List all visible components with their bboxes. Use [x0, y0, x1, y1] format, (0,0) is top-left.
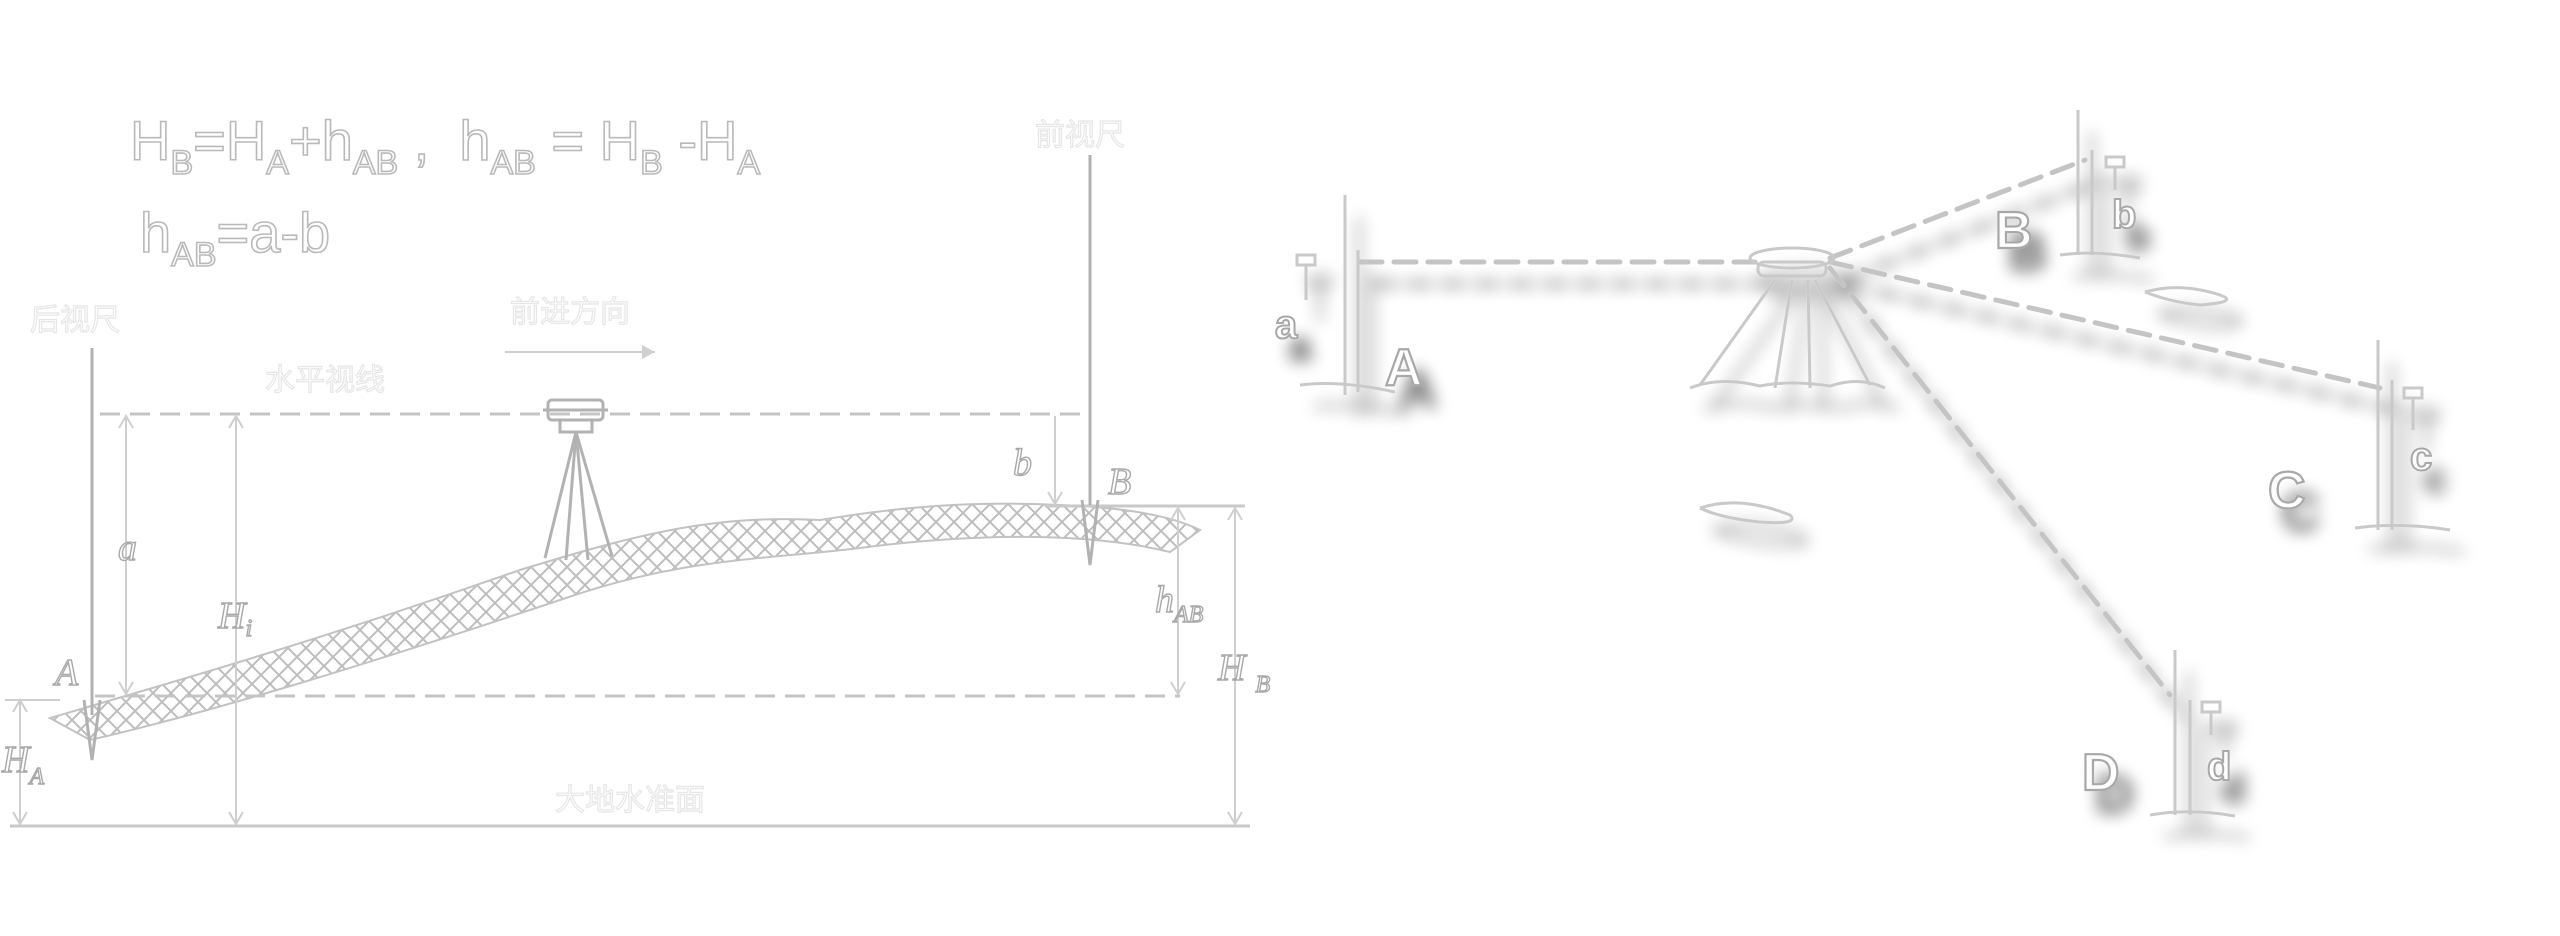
sight-line-B [1827, 157, 2088, 261]
point-D-right: D [2082, 744, 2120, 802]
point-B-right: B [1995, 202, 2033, 260]
formula-line-1: HB=HA+hAB ,hAB = HB -HA [130, 109, 760, 182]
staff-C: C c [2267, 340, 2451, 532]
ground-mark-1 [2144, 286, 2229, 307]
datum-label: 大地水准面 [555, 783, 705, 818]
rear-staff-label: 后视尺 [30, 303, 120, 338]
dimension-hAB: hAB [1154, 506, 1204, 696]
formula-line-2: hAB=a-b [140, 201, 330, 274]
elevation-A: HA [1, 739, 44, 790]
point-A-label: A [52, 652, 79, 694]
reading-c-right: c [2410, 435, 2432, 479]
reading-b: b [1013, 442, 1032, 484]
direction-arrow [505, 345, 655, 359]
point-B-label: B [1108, 461, 1131, 503]
right-plan-diagram: a A B b C c [1274, 110, 2451, 818]
ground-mark-2 [1699, 501, 1794, 525]
left-section-diagram: 后视尺 前视尺 前进方向 水平视线 大地水准面 [0, 117, 1271, 828]
staff-A: a A [1274, 195, 1424, 398]
sight-line-D [1827, 265, 2173, 698]
rear-staff [82, 348, 102, 761]
dimension-a: a [117, 414, 138, 696]
staff-B: B b [1994, 110, 2141, 261]
sight-line-label: 水平视线 [265, 363, 385, 398]
sight-line-C [1827, 259, 2383, 391]
front-staff-label: 前视尺 [1035, 118, 1125, 153]
staff-D: D d [2081, 650, 2236, 818]
reading-a: a [118, 527, 137, 569]
reading-b-right: b [2112, 193, 2136, 237]
formula-block: HB=HA+hAB ,hAB = HB -HA hAB=a-b [129, 108, 761, 275]
reading-a-right: a [1275, 303, 1298, 347]
dimension-Hi: Hi [216, 414, 253, 826]
reading-d-right: d [2207, 745, 2231, 789]
point-A-right: A [1385, 339, 1423, 397]
front-staff [1080, 155, 1100, 566]
dimension-b: b [1012, 416, 1063, 506]
dimension-HA: HA [0, 698, 60, 826]
height-of-instrument: Hi [217, 595, 252, 642]
level-instrument [543, 398, 614, 561]
center-level-instrument [1689, 246, 1886, 390]
direction-label: 前进方向 [510, 295, 630, 330]
point-C-right: C [2268, 462, 2306, 520]
height-difference-AB: hAB [1155, 579, 1204, 628]
